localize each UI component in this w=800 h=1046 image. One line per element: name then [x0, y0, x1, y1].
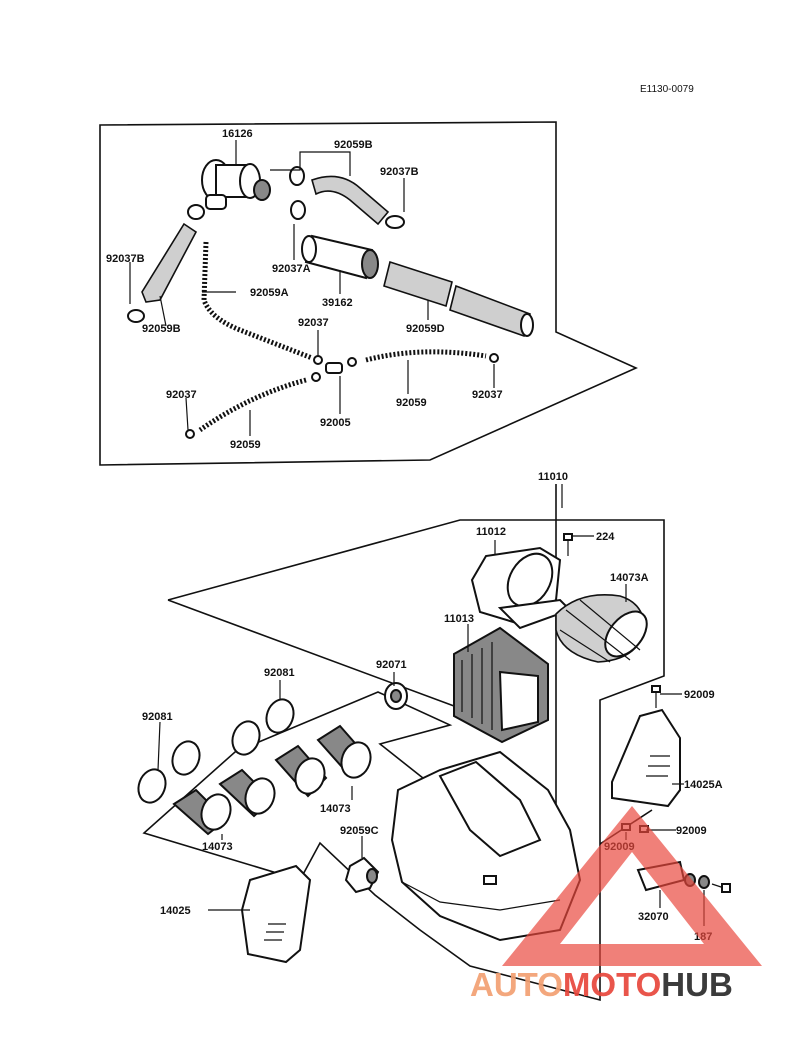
filter-11013 [453, 626, 549, 744]
label-11012: 11012 [476, 526, 506, 538]
watermark-hub: HUB [661, 966, 733, 1003]
duct-14073 [316, 724, 372, 779]
watermark: AUTOMOTOHUB [470, 806, 762, 1003]
oring-92081 [231, 720, 261, 756]
clamp-92037 [311, 372, 321, 382]
label-92005: 92005 [320, 417, 351, 429]
valve-16126 [201, 159, 271, 210]
clamp-92037 [313, 355, 323, 365]
oring-92081 [171, 740, 201, 776]
clamp-92037B-left [127, 309, 145, 323]
side-cover-14025A [611, 708, 681, 808]
diagram-code: E1130-0079 [640, 84, 694, 95]
watermark-triangle-icon [502, 806, 762, 966]
label-92037-right: 92037 [472, 389, 503, 401]
hose-end [520, 313, 534, 337]
clamp [289, 166, 305, 186]
label-92059-right: 92059 [396, 397, 427, 409]
watermark-moto: MOTO [563, 966, 661, 1003]
label-92059B-left: 92059B [142, 323, 181, 335]
label-92037-mid: 92037 [298, 317, 329, 329]
upper-assembly-outline [99, 121, 638, 466]
hose-92059-right [365, 349, 487, 363]
label-32070: 32070 [638, 911, 669, 923]
hose-92059A [201, 241, 313, 361]
clamp [187, 204, 205, 220]
part-labels: 16126 92059B 92037B 92037B 92037A 92059A… [106, 128, 723, 943]
leader-lines-upper [129, 140, 495, 436]
lower-assembly-outline-a [142, 519, 665, 1002]
cover-11012 [470, 546, 572, 630]
label-14073-right: 14073 [320, 803, 351, 815]
clamp-92037 [347, 357, 357, 367]
label-11013: 11013 [444, 613, 474, 625]
label-92059C: 92059C [340, 825, 379, 837]
hose-92059-left [198, 377, 307, 433]
airbox-housing [390, 750, 582, 942]
clamp-92037-right [489, 353, 499, 363]
label-92071: 92071 [376, 659, 407, 671]
watermark-auto: AUTO [470, 966, 563, 1003]
oring-92081 [137, 768, 167, 804]
label-92037B-left: 92037B [106, 253, 145, 265]
duct-14073 [172, 788, 232, 836]
label-11010: 11010 [538, 471, 568, 483]
lower-assembly-divider [167, 599, 455, 707]
joint-92005 [325, 362, 343, 374]
label-92009-top: 92009 [684, 689, 715, 701]
clamp-92037-left [185, 429, 195, 439]
tube-39162 [301, 234, 379, 280]
screw-224 [563, 533, 573, 556]
cage-14073A [555, 594, 648, 663]
label-14073A: 14073A [610, 572, 649, 584]
label-224: 224 [596, 531, 615, 543]
label-92059A: 92059A [250, 287, 289, 299]
side-cover-14025 [240, 864, 312, 964]
label-92081-top: 92081 [264, 667, 295, 679]
label-92081-left: 92081 [142, 711, 173, 723]
elbow-92059C [344, 856, 380, 894]
label-14073-left: 14073 [202, 841, 233, 853]
grommet-92071 [384, 682, 408, 710]
watermark-text: AUTOMOTOHUB [470, 966, 733, 1003]
label-92037-left: 92037 [166, 389, 197, 401]
label-92059D: 92059D [406, 323, 445, 335]
label-92059-left: 92059 [230, 439, 261, 451]
screw-92009-top [651, 685, 661, 708]
label-14025A: 14025A [684, 779, 723, 791]
hose-92059D-b [449, 284, 531, 338]
label-14025: 14025 [160, 905, 191, 917]
label-92037A: 92037A [272, 263, 311, 275]
clamp-92037B-right [385, 215, 405, 229]
hose-92059B-top [311, 175, 390, 226]
label-92037B-right: 92037B [380, 166, 419, 178]
hose-92059B-left [141, 222, 198, 303]
duct-14073 [274, 744, 328, 798]
label-16126: 16126 [222, 128, 253, 140]
label-92059B-top: 92059B [334, 139, 373, 151]
label-92009-mid: 92009 [676, 825, 707, 837]
label-39162: 39162 [322, 297, 353, 309]
hose-92059D-a [383, 260, 453, 308]
clamp [290, 200, 306, 220]
duct-14073 [218, 768, 276, 818]
oring-92081 [265, 698, 295, 734]
